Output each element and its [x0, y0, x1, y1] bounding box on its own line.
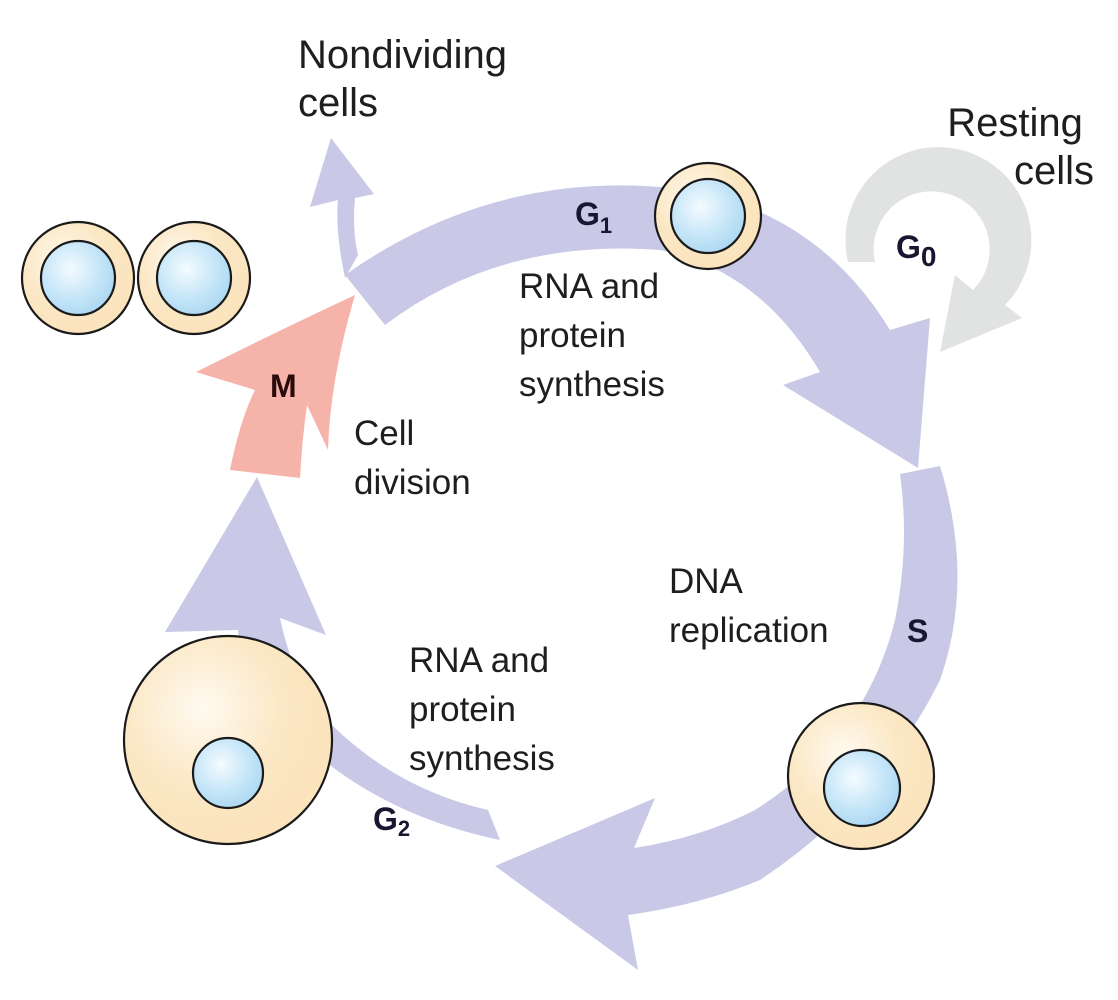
daughter-cell-left — [20, 220, 136, 336]
m-process-label: Cell division — [354, 414, 471, 502]
g2-phase-label: G2 — [373, 801, 410, 841]
s-phase-label: S — [907, 613, 928, 649]
nondividing-branch-arrow — [310, 138, 374, 278]
s-arc-arrow — [495, 466, 958, 970]
g2-cell — [122, 634, 334, 846]
mitosis-arrow — [196, 295, 355, 478]
g2-arc-arrow — [165, 477, 500, 840]
s-phase-cell — [786, 701, 936, 851]
m-phase-label: M — [270, 368, 297, 404]
g1-phase-label: G1 — [575, 196, 612, 238]
g0-resting-loop-arrow — [845, 147, 1032, 352]
g1-arc-arrow — [345, 185, 930, 468]
g1-cell — [653, 161, 763, 271]
s-process-label: DNA replication — [669, 562, 829, 650]
resting-label: Resting cells — [947, 101, 1094, 193]
daughter-cell-right — [136, 220, 252, 336]
g1-process-label: RNA and protein synthesis — [519, 267, 669, 404]
g0-phase-label: G0 — [896, 229, 936, 272]
nondividing-label: Nondividing cells — [298, 33, 518, 125]
g2-process-label: RNA and protein synthesis — [409, 641, 559, 778]
